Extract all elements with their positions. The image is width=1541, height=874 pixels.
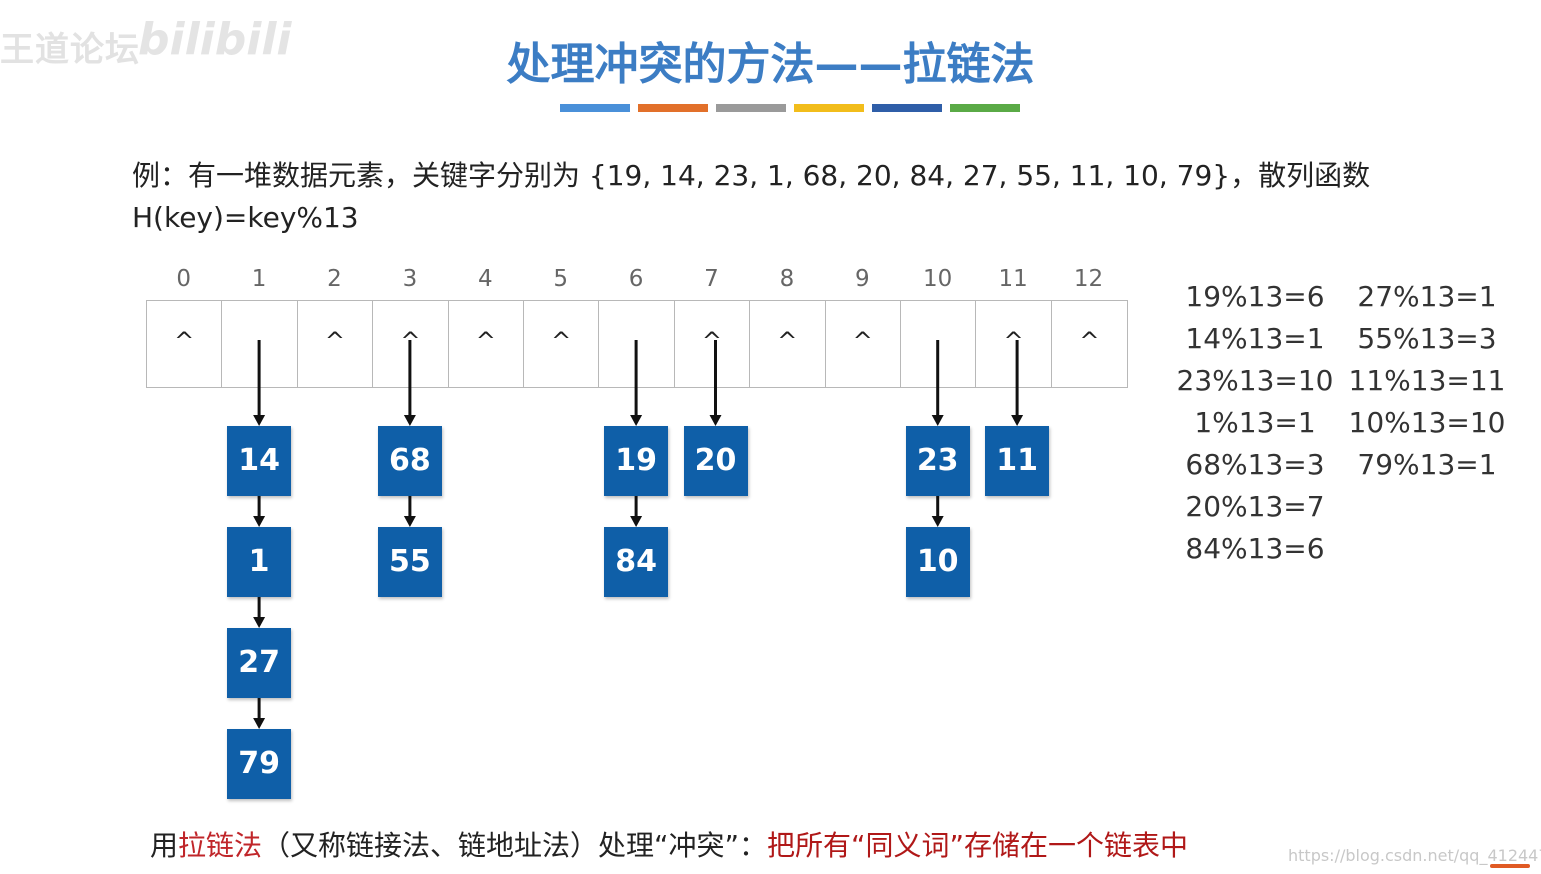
- null-pointer-symbol: ^: [551, 327, 572, 355]
- color-bar-segment: [560, 104, 630, 112]
- chain-arrow-head: [253, 415, 266, 426]
- example-text: 例：有一堆数据元素，关键字分别为 {19, 14, 23, 1, 68, 20,…: [132, 155, 1370, 239]
- chain-arrow-head: [253, 617, 266, 628]
- color-bar-segment: [638, 104, 708, 112]
- bottom-summary: 用拉链法（又称链接法、链地址法）处理“冲突”：把所有“同义词”存储在一个链表中: [150, 824, 1188, 864]
- bucket-cell: [222, 301, 298, 387]
- chain-node: 55: [377, 527, 442, 597]
- bucket-cell: ^: [750, 301, 826, 387]
- bucket-cell: [901, 301, 977, 387]
- null-pointer-symbol: ^: [1079, 327, 1100, 355]
- bucket-index: 10: [923, 266, 953, 292]
- color-bar: [560, 104, 1020, 112]
- mod-calculation: 68%13=3: [1185, 448, 1325, 481]
- bilibili-logo: bilibili: [138, 14, 292, 65]
- chain-node: 14: [227, 426, 292, 496]
- chain-node: 10: [905, 527, 970, 597]
- bucket-cell: ^: [1052, 301, 1127, 387]
- chain-arrow-head: [253, 516, 266, 527]
- color-bar-segment: [950, 104, 1020, 112]
- chain-arrow-head: [253, 718, 266, 729]
- chain-arrow-head: [630, 415, 643, 426]
- chain-node: 11: [985, 426, 1050, 496]
- mod-calculation: 23%13=10: [1176, 364, 1334, 397]
- mod-calculation: 11%13=11: [1348, 364, 1506, 397]
- bucket-index: 12: [1073, 266, 1104, 292]
- chain-node: 1: [227, 527, 292, 597]
- example-line-2: H(key)=key%13: [132, 201, 359, 234]
- mod-calculation: 55%13=3: [1357, 322, 1497, 355]
- source-url: https://blog.csdn.net/qq_41244719: [1288, 846, 1541, 865]
- chain-node: 23: [905, 426, 970, 496]
- chain-node: 19: [604, 426, 669, 496]
- color-bar-segment: [872, 104, 942, 112]
- chain-node: 68: [377, 426, 442, 496]
- mod-calculation: 84%13=6: [1185, 532, 1325, 565]
- bucket-index: 7: [704, 266, 719, 292]
- mod-calculation: 27%13=1: [1357, 280, 1497, 313]
- chain-arrow-head: [1011, 415, 1024, 426]
- bucket-index: 8: [779, 266, 795, 292]
- chain-arrow-head: [630, 516, 643, 527]
- color-bar-segment: [794, 104, 864, 112]
- bucket-index: 0: [176, 266, 191, 292]
- color-bar-segment: [716, 104, 786, 112]
- bucket-cell: ^: [147, 301, 223, 387]
- bucket-index: 11: [998, 266, 1028, 292]
- chain-node: 79: [227, 729, 292, 799]
- mod-calculation: 19%13=6: [1185, 280, 1325, 313]
- bucket-cell: ^: [449, 301, 524, 387]
- null-pointer-symbol: ^: [174, 327, 195, 355]
- bucket-index: 1: [251, 266, 267, 292]
- bucket-cell: ^: [298, 301, 374, 387]
- summary-method: 拉链法: [178, 829, 263, 862]
- chain-node: 84: [604, 527, 669, 597]
- chain-arrow-head: [709, 415, 722, 426]
- mod-calculation: 1%13=1: [1194, 406, 1316, 439]
- chain-node: 20: [683, 426, 748, 496]
- summary-conclusion: 把所有“同义词”存储在一个链表中: [767, 829, 1189, 862]
- bucket-index: 5: [553, 266, 568, 292]
- chain-node: 27: [227, 628, 292, 698]
- watermark-text: 王道论坛: [0, 30, 140, 70]
- bucket-index: 9: [854, 266, 870, 292]
- bucket-cell: ^: [524, 301, 600, 387]
- mod-calculation: 20%13=7: [1185, 490, 1325, 523]
- summary-part-1: 用: [150, 829, 179, 862]
- chain-arrow-head: [931, 415, 944, 426]
- bucket-index: 2: [327, 266, 342, 292]
- bucket-cell: ^: [826, 301, 901, 387]
- null-pointer-symbol: ^: [777, 327, 798, 355]
- chain-arrow-head: [931, 516, 944, 527]
- slide-title: 处理冲突的方法——拉链法: [506, 39, 1035, 90]
- chain-arrow-head: [403, 415, 416, 426]
- mod-calculation: 10%13=10: [1348, 406, 1506, 439]
- mod-calculation: 14%13=1: [1185, 322, 1325, 355]
- bucket-index: 4: [477, 266, 493, 292]
- mod-calculation: 79%13=1: [1357, 448, 1497, 481]
- summary-part-3: （又称链接法、链地址法）处理“冲突”：: [262, 829, 768, 862]
- null-pointer-symbol: ^: [475, 327, 496, 355]
- null-pointer-symbol: ^: [852, 327, 873, 355]
- bucket-index: 3: [402, 266, 418, 292]
- example-line-1: 例：有一堆数据元素，关键字分别为 {19, 14, 23, 1, 68, 20,…: [132, 159, 1371, 192]
- corner-mark: [1490, 864, 1530, 868]
- bucket-index: 6: [628, 266, 644, 292]
- chain-arrow-head: [403, 516, 416, 527]
- null-pointer-symbol: ^: [324, 327, 346, 355]
- bucket-cell: [599, 301, 675, 387]
